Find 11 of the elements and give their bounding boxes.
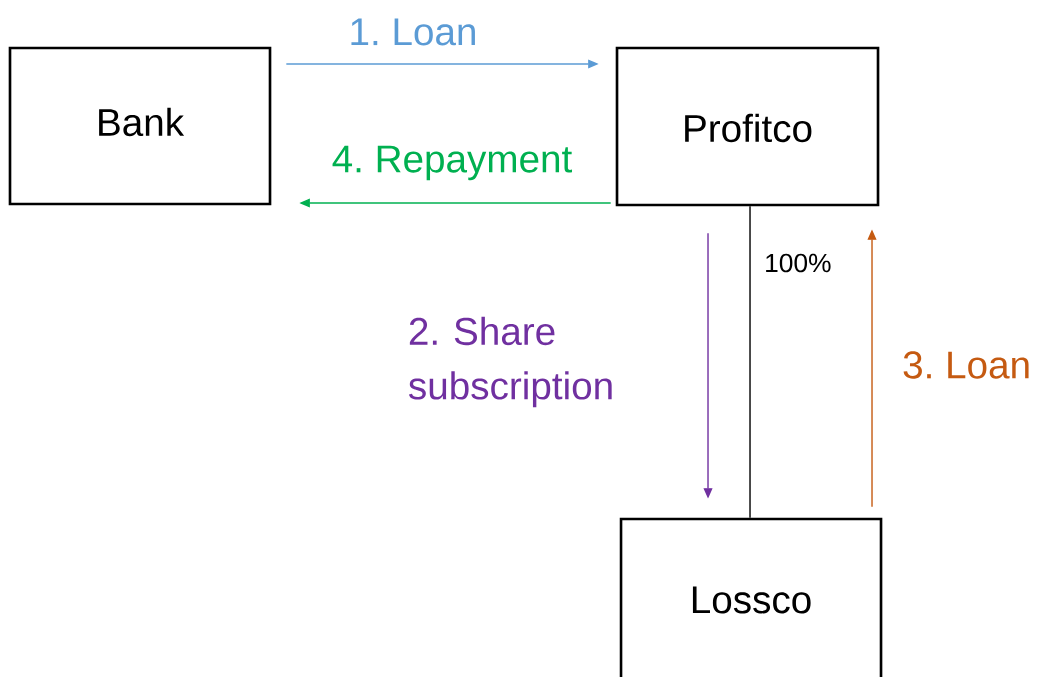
edge-label: 2. Share subscription <box>408 316 612 408</box>
entity-box <box>8 46 272 206</box>
edge-label: 4. Repayment <box>332 145 572 181</box>
entity-box <box>619 517 883 677</box>
entity-name: Lossco <box>692 586 811 614</box>
entity-name: Profitco <box>685 113 812 143</box>
entity-name: Bank <box>99 107 185 137</box>
entity-box <box>615 46 880 207</box>
edge-label: 3. Loan <box>903 351 1029 379</box>
edge-label: 100% <box>766 253 831 273</box>
edge-label: 1. Loan <box>351 18 475 46</box>
